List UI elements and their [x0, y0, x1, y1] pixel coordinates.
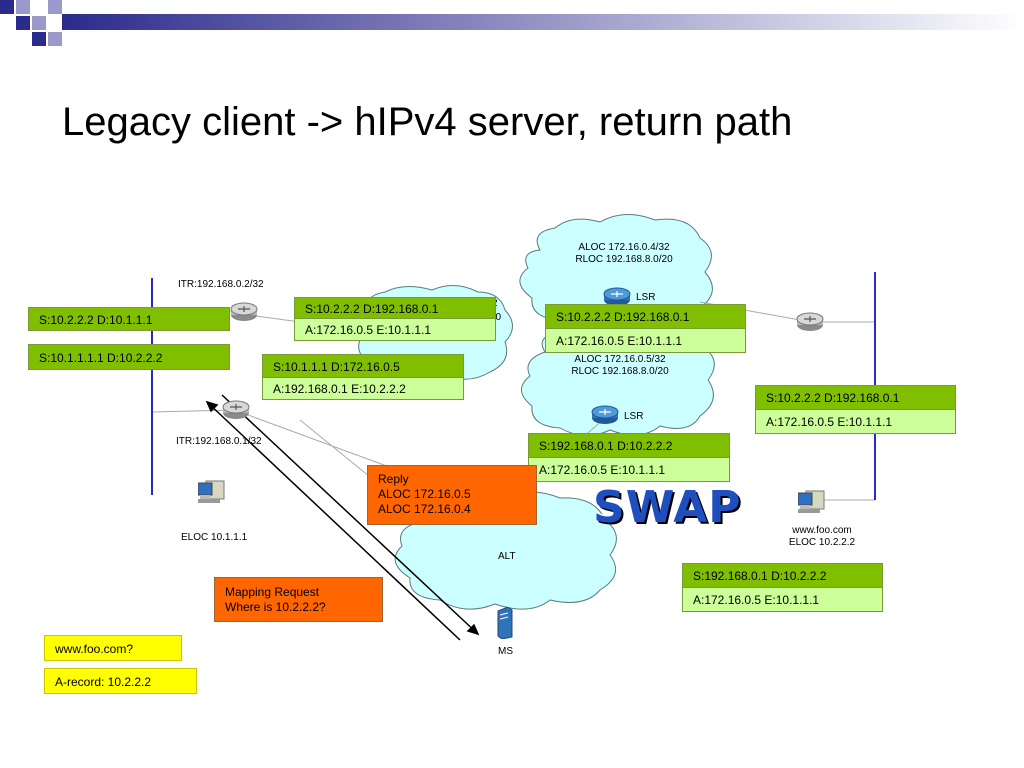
- packet-header: S:10.2.2.2 D:192.168.0.1: [755, 385, 956, 410]
- itr-top-label: ITR:192.168.0.2/32: [178, 279, 264, 290]
- router-icon: [230, 302, 258, 321]
- packet-header: S:10.2.2.2 D:192.168.0.1: [294, 297, 496, 319]
- lsr-label: LSR: [624, 411, 644, 422]
- packet-header: S:10.2.2.2 D:192.168.0.1: [545, 304, 746, 329]
- packet-right: S:10.2.2.2 D:192.168.0.1 A:172.16.0.5 E:…: [755, 385, 956, 434]
- reply-line: Reply: [378, 472, 409, 486]
- itr-bottom-label: ITR:192.168.0.1/32: [176, 436, 262, 447]
- slide-decoration: [0, 0, 1024, 46]
- router-icon: [222, 400, 250, 419]
- ms-label: MS: [498, 646, 513, 657]
- packet-sub: A:172.16.0.5 E:10.1.1.1: [545, 329, 746, 353]
- router-icon: [591, 405, 619, 424]
- server-icon: [497, 607, 513, 639]
- mapping-request-line: Mapping Request: [225, 585, 320, 599]
- packet-sub: A:192.168.0.1 E:10.2.2.2: [262, 378, 464, 400]
- packet-sub: A:172.16.0.5 E:10.1.1.1: [528, 458, 730, 482]
- mapping-request-box: Mapping Request Where is 10.2.2.2?: [214, 577, 383, 622]
- packet-center-top: S:10.2.2.2 D:192.168.0.1 A:172.16.0.5 E:…: [294, 297, 496, 341]
- router-icon: [796, 312, 824, 331]
- packet-sub: A:172.16.0.5 E:10.1.1.1: [682, 588, 883, 612]
- router-icon: [603, 287, 631, 306]
- page-title: Legacy client -> hIPv4 server, return pa…: [62, 100, 793, 144]
- packet-header: S:192.168.0.1 D:10.2.2.2: [528, 433, 730, 458]
- reply-line: ALOC 172.16.0.5: [378, 487, 471, 501]
- cloud-middle-label: ALOC 172.16.0.5/32 RLOC 192.168.8.0/20: [556, 354, 684, 378]
- rloc-label: RLOC 192.168.8.0/20: [571, 366, 669, 377]
- packet-header: S:192.168.0.1 D:10.2.2.2: [682, 563, 883, 588]
- rloc-label: RLOC 192.168.8.0/20: [575, 254, 673, 265]
- swap-label: SWAP: [593, 482, 742, 533]
- packet-center-mid: S:10.1.1.1 D:172.16.0.5 A:192.168.0.1 E:…: [262, 354, 464, 400]
- host-eloc-label: ELOC 10.2.2.2: [788, 537, 856, 548]
- alt-label: ALT: [498, 551, 516, 562]
- packet-swap-top: S:192.168.0.1 D:10.2.2.2 A:172.16.0.5 E:…: [528, 433, 730, 482]
- dns-answer-box: A-record: 10.2.2.2: [44, 668, 197, 694]
- workstation-icon: [198, 480, 225, 503]
- reply-line: ALOC 172.16.0.4: [378, 502, 471, 516]
- reply-box: Reply ALOC 172.16.0.5 ALOC 172.16.0.4: [367, 465, 537, 525]
- packet-left-1: S:10.2.2.2 D:10.1.1.1: [28, 307, 230, 331]
- packet-lsr-top: S:10.2.2.2 D:192.168.0.1 A:172.16.0.5 E:…: [545, 304, 746, 353]
- packet-left-2: S:10.1.1.1.1 D:10.2.2.2: [28, 344, 230, 370]
- mapping-request-line: Where is 10.2.2.2?: [225, 600, 326, 614]
- packet-header: S:10.1.1.1 D:172.16.0.5: [262, 354, 464, 378]
- dns-query-box: www.foo.com?: [44, 635, 182, 661]
- right-host-label: www.foo.com ELOC 10.2.2.2: [772, 525, 872, 549]
- packet-bottom-right: S:192.168.0.1 D:10.2.2.2 A:172.16.0.5 E:…: [682, 563, 883, 612]
- eloc-left-label: ELOC 10.1.1.1: [181, 532, 248, 543]
- host-name-label: www.foo.com: [792, 525, 852, 536]
- aloc-label: ALOC 172.16.0.4/32: [578, 242, 670, 253]
- packet-sub: A:172.16.0.5 E:10.1.1.1: [755, 410, 956, 434]
- packet-sub: A:172.16.0.5 E:10.1.1.1: [294, 319, 496, 341]
- workstation-icon: [798, 490, 825, 513]
- lsr-label: LSR: [636, 292, 656, 303]
- cloud-top-label: ALOC 172.16.0.4/32 RLOC 192.168.8.0/20: [560, 242, 688, 266]
- aloc-label: ALOC 172.16.0.5/32: [574, 354, 666, 365]
